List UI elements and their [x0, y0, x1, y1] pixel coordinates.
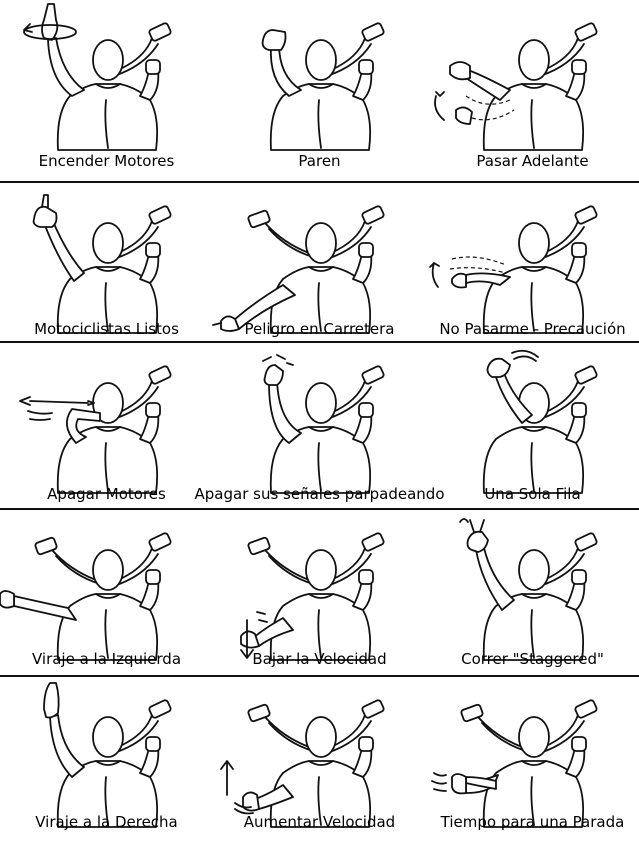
rider-arm-out-left-illustration [0, 532, 172, 661]
signal-caption: Encender Motores [38, 152, 175, 170]
signal-caption: Apagar Motores [47, 485, 166, 503]
rider-raise-up-illustration [43, 682, 172, 828]
signal-cell: Correr "Staggered" [426, 510, 639, 674]
signal-cell: Apagar Motores [0, 343, 213, 509]
signal-cell: Peligro en Carretera [212, 183, 426, 344]
signal-caption: Una Sola Fila [484, 485, 581, 503]
signal-cell: Tiempo para una Parada [426, 677, 639, 837]
signal-cell: Viraje a la Izquierda [0, 510, 213, 674]
signal-caption: Viraje a la Derecha [35, 813, 178, 831]
row-divider [0, 508, 639, 510]
signal-caption: Peligro en Carretera [244, 320, 395, 338]
signal-caption: Paren [298, 152, 341, 170]
rider-raise-palm-illustration [261, 22, 385, 151]
rider-wave-forward-illustration [434, 22, 598, 151]
signal-caption: Pasar Adelante [476, 152, 589, 170]
rider-raise-two-illustration [459, 518, 598, 661]
signal-caption: Tiempo para una Parada [440, 813, 625, 831]
signal-caption: Aumentar Velocidad [243, 813, 396, 831]
signal-cell: Pasar Adelante [426, 0, 639, 176]
signal-cell: Paren [213, 0, 426, 176]
rider-low-down-illustration [240, 532, 385, 661]
signal-cell: No Pasarme - Precaución [426, 183, 639, 344]
rider-raise-blink-illustration [262, 354, 385, 494]
rider-overhead-one-illustration [482, 349, 598, 494]
signal-cell: Motociclistas Listos [0, 183, 213, 344]
row-divider [0, 341, 639, 343]
signal-caption: Correr "Staggered" [461, 650, 604, 668]
signal-cell: Bajar la Velocidad [213, 510, 426, 674]
signal-cell: Encender Motores [0, 0, 213, 176]
signal-caption: Bajar la Velocidad [252, 650, 387, 668]
rider-thumb-up-illustration [32, 194, 172, 334]
row-divider [0, 181, 639, 183]
signal-caption: Motociclistas Listos [34, 320, 179, 338]
rider-low-up-illustration [220, 699, 385, 828]
signal-caption: Apagar sus señales parpadeando [194, 485, 445, 503]
signal-cell: Aumentar Velocidad [213, 677, 426, 837]
row-divider [0, 675, 639, 677]
signal-caption: No Pasarme - Precaución [439, 320, 626, 338]
signal-cell: Apagar sus señales parpadeando [195, 343, 445, 509]
rider-wave-back-illustration [429, 205, 598, 334]
rider-raise-rotate-illustration [23, 3, 172, 151]
signal-caption: Viraje a la Izquierda [31, 650, 182, 668]
rider-arm-across-illustration [431, 699, 598, 828]
rider-across-throat-illustration [19, 365, 172, 494]
signal-cell: Una Sola Fila [426, 343, 639, 509]
signal-cell: Viraje a la Derecha [0, 677, 213, 837]
rider-point-down-left-illustration [212, 205, 385, 334]
